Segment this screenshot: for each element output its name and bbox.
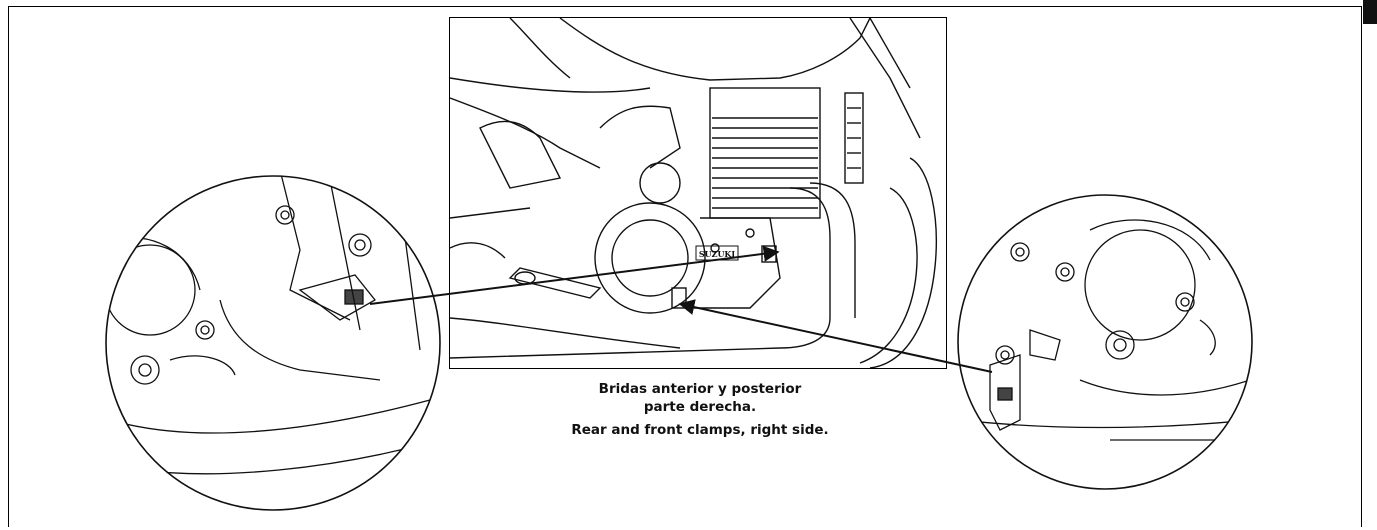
engine-line-art: SUZUKI (450, 18, 937, 368)
engine-brand-text: SUZUKI (699, 249, 736, 259)
caption-es-line2: parte derecha. (643, 399, 757, 415)
caption-es-line1: Bridas anterior y posterior (598, 381, 802, 397)
front-clamp-mark (761, 245, 777, 263)
page-frame (8, 6, 1362, 527)
cylinder-fins (709, 87, 821, 219)
motorcycle-engine-illustration: SUZUKI (449, 17, 947, 369)
caption-en-line: Rear and front clamps, right side. (571, 422, 829, 438)
corner-tab-icon (1363, 0, 1377, 24)
figure-caption: Bridas anterior y posterior parte derech… (500, 380, 900, 439)
